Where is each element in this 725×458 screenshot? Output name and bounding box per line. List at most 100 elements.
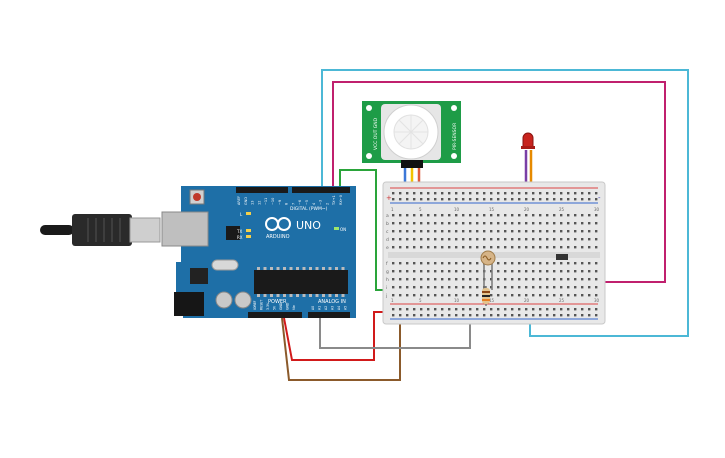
breadboard-hole[interactable] [490, 214, 493, 217]
breadboard-hole[interactable] [504, 230, 507, 233]
breadboard-hole[interactable] [434, 238, 437, 241]
breadboard-hole[interactable] [539, 230, 542, 233]
breadboard-hole[interactable] [462, 278, 465, 281]
breadboard-hole[interactable] [462, 308, 465, 311]
breadboard-hole[interactable] [553, 294, 556, 297]
breadboard-hole[interactable] [469, 294, 472, 297]
breadboard-hole[interactable] [469, 262, 472, 265]
breadboard-hole[interactable] [518, 198, 521, 201]
breadboard-hole[interactable] [595, 286, 598, 289]
breadboard-hole[interactable] [574, 308, 577, 311]
breadboard-hole[interactable] [434, 308, 437, 311]
breadboard-hole[interactable] [490, 230, 493, 233]
breadboard-hole[interactable] [567, 270, 570, 273]
breadboard-hole[interactable] [511, 294, 514, 297]
breadboard-hole[interactable] [581, 314, 584, 317]
breadboard-hole[interactable] [392, 314, 395, 317]
breadboard-hole[interactable] [588, 262, 591, 265]
breadboard-hole[interactable] [469, 222, 472, 225]
breadboard-hole[interactable] [497, 308, 500, 311]
breadboard-hole[interactable] [392, 238, 395, 241]
breadboard-hole[interactable] [504, 286, 507, 289]
breadboard-hole[interactable] [532, 230, 535, 233]
breadboard-hole[interactable] [567, 238, 570, 241]
breadboard-hole[interactable] [553, 270, 556, 273]
breadboard-hole[interactable] [427, 294, 430, 297]
breadboard-hole[interactable] [546, 192, 549, 195]
breadboard-hole[interactable] [560, 278, 563, 281]
breadboard-hole[interactable] [406, 198, 409, 201]
breadboard-hole[interactable] [427, 230, 430, 233]
breadboard-hole[interactable] [518, 278, 521, 281]
breadboard-hole[interactable] [420, 294, 423, 297]
breadboard-hole[interactable] [539, 222, 542, 225]
breadboard-hole[interactable] [427, 246, 430, 249]
breadboard-hole[interactable] [462, 286, 465, 289]
breadboard-hole[interactable] [420, 214, 423, 217]
breadboard-hole[interactable] [490, 238, 493, 241]
breadboard-hole[interactable] [511, 270, 514, 273]
breadboard-hole[interactable] [406, 308, 409, 311]
breadboard-hole[interactable] [427, 192, 430, 195]
breadboard-hole[interactable] [399, 246, 402, 249]
breadboard-hole[interactable] [427, 286, 430, 289]
breadboard-hole[interactable] [595, 222, 598, 225]
breadboard-hole[interactable] [441, 286, 444, 289]
breadboard-hole[interactable] [539, 286, 542, 289]
breadboard-hole[interactable] [588, 270, 591, 273]
breadboard-hole[interactable] [476, 214, 479, 217]
breadboard-hole[interactable] [518, 246, 521, 249]
breadboard-hole[interactable] [504, 222, 507, 225]
breadboard-hole[interactable] [539, 198, 542, 201]
breadboard-hole[interactable] [455, 192, 458, 195]
breadboard-hole[interactable] [483, 192, 486, 195]
breadboard-hole[interactable] [581, 270, 584, 273]
breadboard-hole[interactable] [441, 278, 444, 281]
breadboard-hole[interactable] [462, 262, 465, 265]
breadboard-hole[interactable] [455, 294, 458, 297]
breadboard-hole[interactable] [399, 262, 402, 265]
breadboard-hole[interactable] [392, 262, 395, 265]
breadboard-hole[interactable] [476, 270, 479, 273]
breadboard-hole[interactable] [399, 270, 402, 273]
breadboard-hole[interactable] [581, 286, 584, 289]
breadboard-hole[interactable] [399, 286, 402, 289]
breadboard-hole[interactable] [497, 192, 500, 195]
breadboard-hole[interactable] [518, 214, 521, 217]
breadboard-hole[interactable] [434, 222, 437, 225]
breadboard-hole[interactable] [427, 214, 430, 217]
breadboard-hole[interactable] [441, 222, 444, 225]
breadboard-hole[interactable] [595, 270, 598, 273]
breadboard-hole[interactable] [504, 198, 507, 201]
breadboard-hole[interactable] [567, 198, 570, 201]
breadboard-hole[interactable] [532, 286, 535, 289]
breadboard-hole[interactable] [574, 314, 577, 317]
breadboard-hole[interactable] [497, 238, 500, 241]
breadboard-hole[interactable] [490, 222, 493, 225]
breadboard-hole[interactable] [441, 198, 444, 201]
breadboard-hole[interactable] [504, 278, 507, 281]
breadboard-hole[interactable] [511, 308, 514, 311]
breadboard-hole[interactable] [462, 192, 465, 195]
breadboard-hole[interactable] [441, 246, 444, 249]
breadboard-hole[interactable] [413, 294, 416, 297]
breadboard-hole[interactable] [427, 278, 430, 281]
breadboard-hole[interactable] [413, 198, 416, 201]
breadboard-hole[interactable] [539, 294, 542, 297]
breadboard-hole[interactable] [581, 262, 584, 265]
breadboard-hole[interactable] [518, 238, 521, 241]
breadboard-hole[interactable] [413, 262, 416, 265]
breadboard-hole[interactable] [469, 246, 472, 249]
breadboard-hole[interactable] [588, 230, 591, 233]
breadboard-hole[interactable] [469, 278, 472, 281]
breadboard-hole[interactable] [413, 192, 416, 195]
breadboard-hole[interactable] [427, 308, 430, 311]
breadboard-hole[interactable] [448, 278, 451, 281]
breadboard-hole[interactable] [476, 246, 479, 249]
photoresistor[interactable] [480, 250, 496, 290]
breadboard-hole[interactable] [567, 314, 570, 317]
breadboard-hole[interactable] [560, 262, 563, 265]
breadboard-hole[interactable] [567, 262, 570, 265]
breadboard-hole[interactable] [546, 238, 549, 241]
breadboard-hole[interactable] [392, 230, 395, 233]
